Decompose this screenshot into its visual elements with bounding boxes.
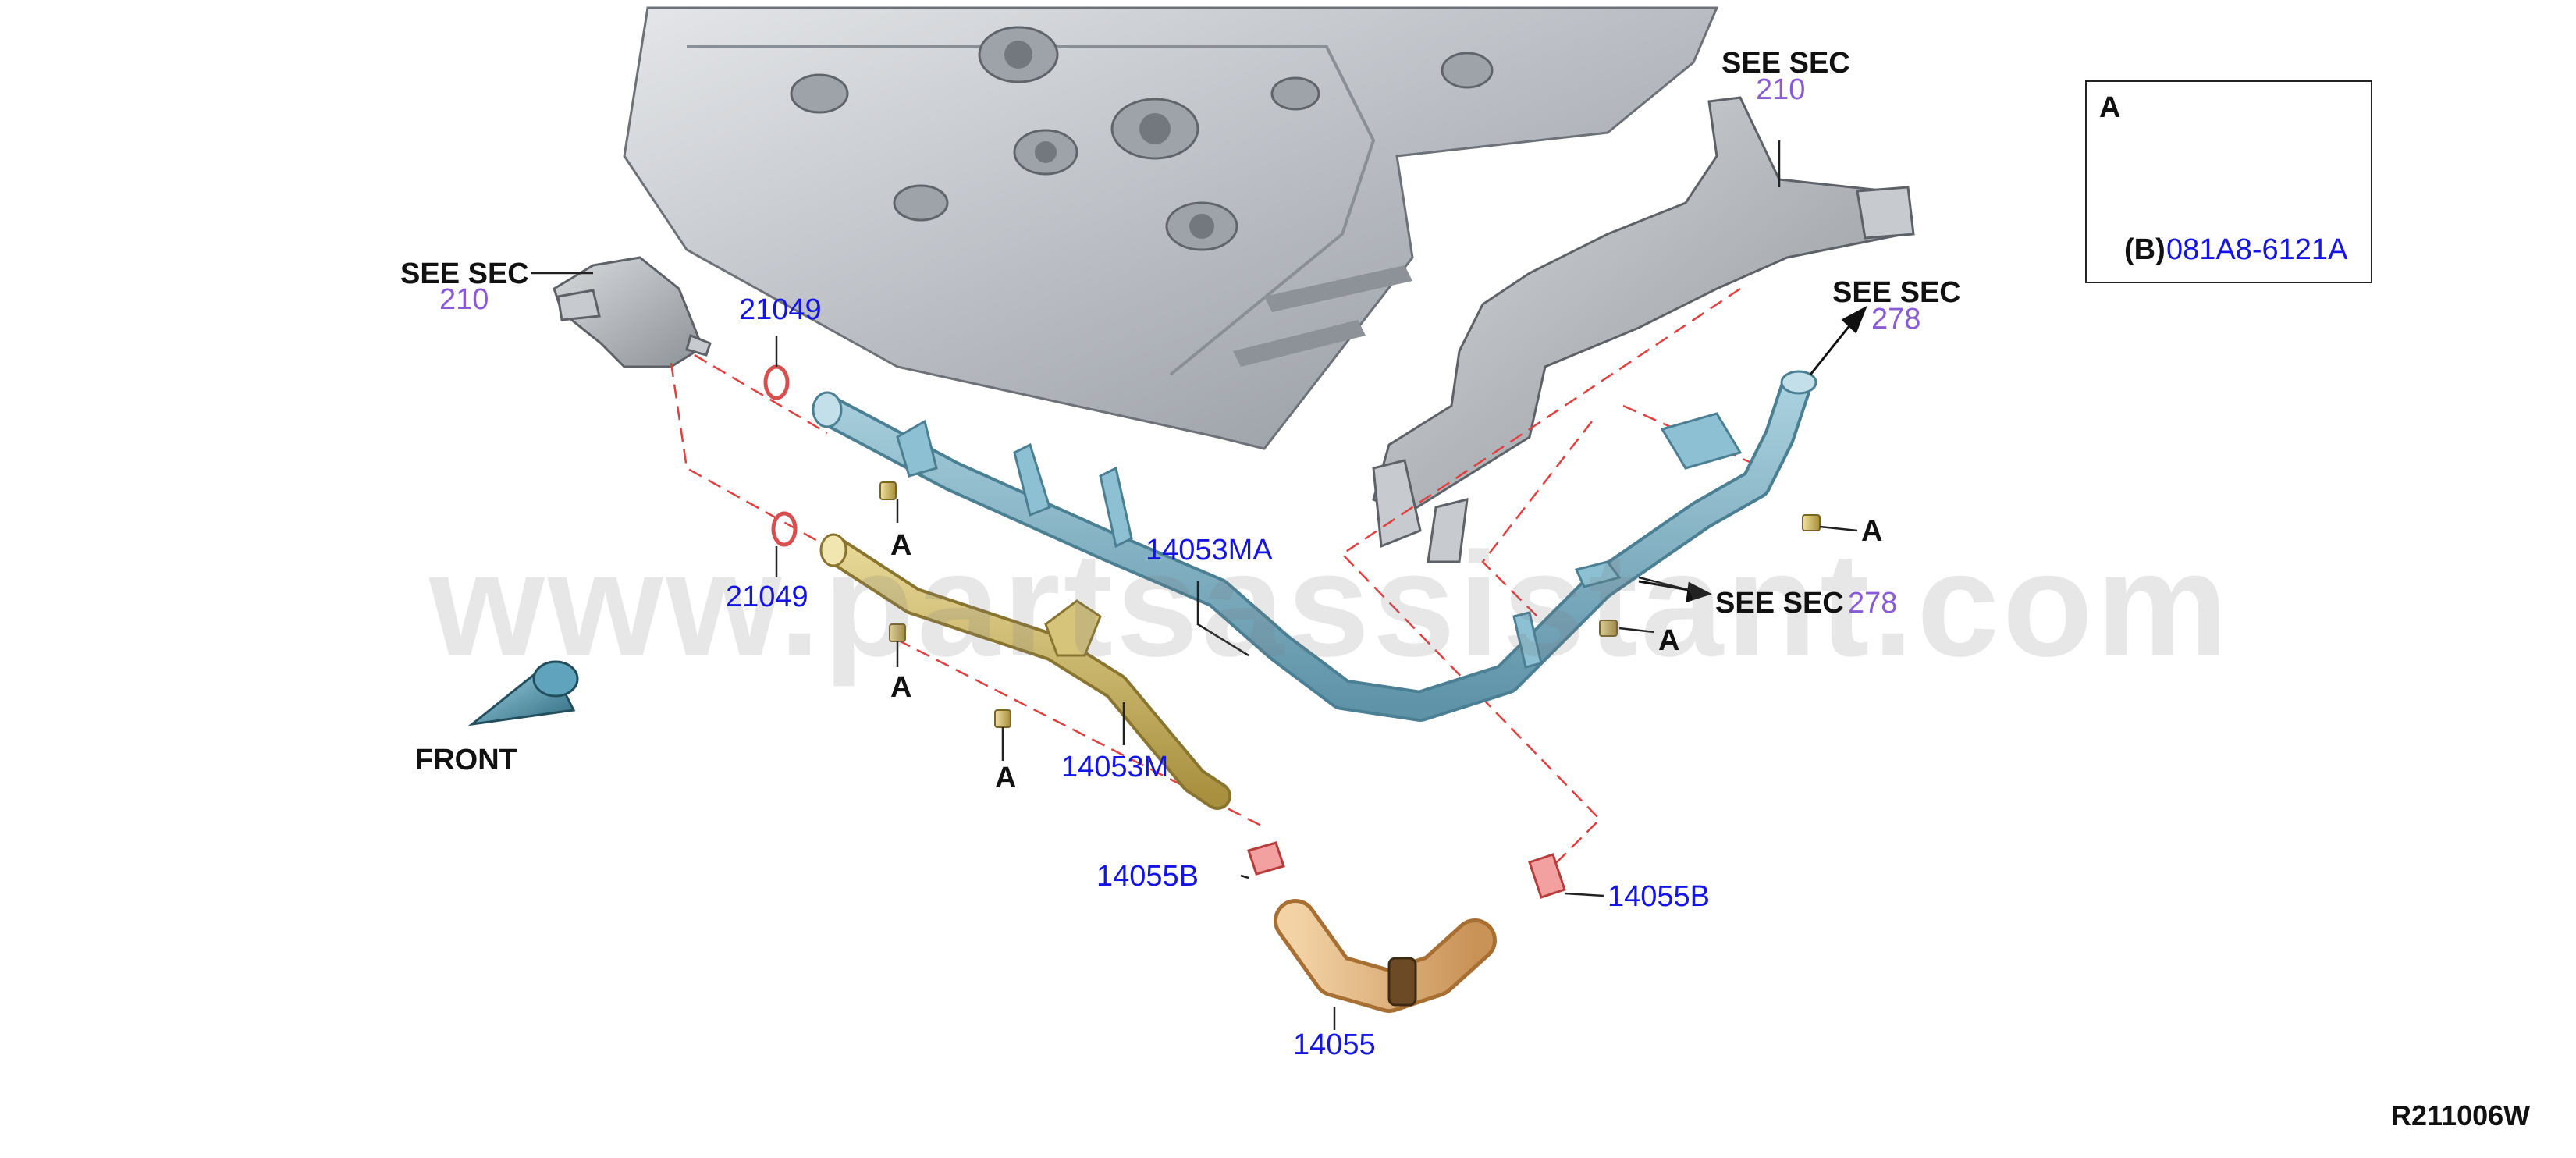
section-link-278-top[interactable]: 278 [1871,303,1921,336]
part-number-14055[interactable]: 14055 [1293,1028,1376,1061]
bolts [879,481,1821,728]
coolant-pipe-14053M [819,533,1231,810]
front-label: FRONT [415,744,517,776]
part-number-14053M[interactable]: 14053M [1061,751,1169,783]
front-arrow-icon [467,660,579,726]
watermark: www.partsassistant.com [429,522,2231,687]
engine-cylinder-head [623,6,1719,450]
direction-arrows [1638,305,1867,603]
figure-code: R211006W [2391,1099,2531,1131]
part-number-14055B-left[interactable]: 14055B [1096,860,1199,893]
see-sec-label-210-left: SEE SEC [400,258,529,290]
section-link-210-left[interactable]: 210 [439,283,489,316]
see-sec-label-278-top: SEE SEC [1832,276,1961,309]
o-rings [763,364,798,547]
part-number-14053MA[interactable]: 14053MA [1146,534,1273,567]
bolt-legend-box: A (B) 081A8-6121A [2085,80,2372,283]
legend-part-number[interactable]: 081A8-6121A [2166,233,2348,266]
section-link-278-mid[interactable]: 278 [1848,587,1898,620]
bolt-ref-a-3: A [995,762,1017,794]
section-link-210-top[interactable]: 210 [1756,73,1806,106]
part-number-21049-upper[interactable]: 21049 [739,293,822,326]
alignment-dash-lines [670,287,1764,875]
coolant-hose-14055 [1274,899,1497,1013]
legend-title: A [2099,91,2121,124]
coolant-pipe-14053MA [812,370,1817,722]
bolt-ref-a-4: A [1861,515,1883,548]
leader-lines [531,140,1858,1030]
bolt-ref-a-1: A [890,529,912,562]
part-number-21049-lower[interactable]: 21049 [726,581,808,613]
hose-clamps [1247,841,1566,899]
upper-outlet-housing [1372,96,1915,563]
part-number-14055B-right[interactable]: 14055B [1608,880,1711,913]
bolt-ref-a-2: A [890,671,912,704]
legend-prefix: (B) [2124,233,2166,266]
bolt-ref-a-5: A [1658,624,1680,657]
see-sec-label-210-top: SEE SEC [1721,47,1850,80]
see-sec-label-278-mid: SEE SEC [1715,587,1844,620]
